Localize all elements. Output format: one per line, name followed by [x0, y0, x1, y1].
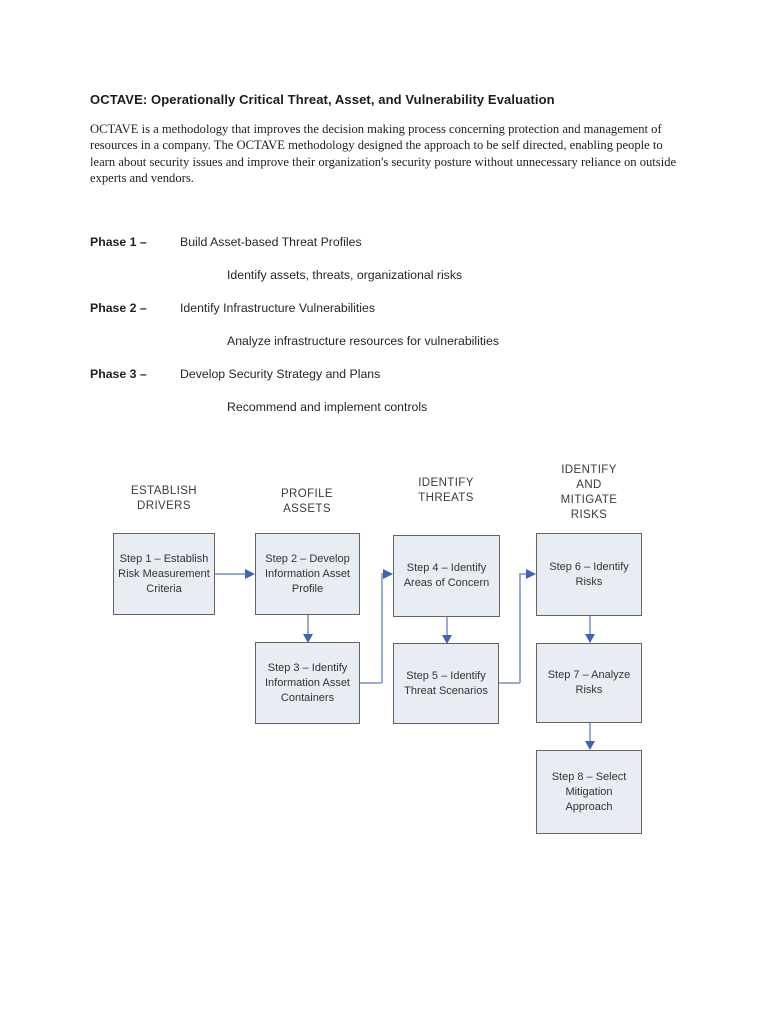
connector-step5-step6-horizontal	[499, 682, 520, 684]
step-box-4: Step 4 – Identify Areas of Concern	[393, 535, 500, 617]
column-header-identify-threats: IDENTIFY THREATS	[418, 477, 474, 504]
connector-step5-step6-stub	[519, 573, 526, 575]
arrowhead-step1-step2	[245, 569, 255, 579]
column-header-identify-mitigate-risks: IDENTIFY AND MITIGATE RISKS	[560, 464, 618, 521]
step-box-3: Step 3 – Identify Information Asset Cont…	[255, 642, 360, 724]
connector-step3-step4-riser	[381, 573, 383, 683]
arrowhead-step7-step8	[585, 741, 595, 750]
step-box-1: Step 1 – Establish Risk Measurement Crit…	[113, 533, 215, 615]
phase-3-title: Develop Security Strategy and Plans	[180, 367, 381, 381]
connector-step3-step4-horizontal	[360, 682, 382, 684]
step-box-6: Step 6 – Identify Risks	[536, 533, 642, 616]
arrowhead-step2-step3	[303, 634, 313, 643]
connector-step4-step5-line	[446, 617, 448, 635]
step-box-5: Step 5 – Identify Threat Scenarios	[393, 643, 499, 724]
arrowhead-step3-step4	[383, 569, 393, 579]
connector-step3-step4-stub	[381, 573, 384, 575]
connector-step1-step2-line	[215, 573, 245, 575]
step-box-8: Step 8 – Select Mitigation Approach	[536, 750, 642, 834]
arrowhead-step6-step7	[585, 634, 595, 643]
intro-paragraph: OCTAVE is a methodology that improves th…	[90, 122, 677, 185]
step-box-2: Step 2 – Develop Information Asset Profi…	[255, 533, 360, 615]
column-header-profile-assets: PROFILE ASSETS	[280, 488, 333, 515]
step-box-7: Step 7 – Analyze Risks	[536, 643, 642, 723]
connector-step6-step7-line	[589, 616, 591, 634]
column-header-establish-drivers: ESTABLISH DRIVERS	[130, 485, 198, 512]
phase-1-title: Build Asset-based Threat Profiles	[180, 235, 362, 249]
connector-step5-step6-riser	[519, 573, 521, 683]
phase-2-title: Identify Infrastructure Vulnerabilities	[180, 301, 376, 315]
arrowhead-step5-step6	[526, 569, 536, 579]
phase-2-label: Phase 2 –	[90, 301, 147, 315]
phase-2-detail: Analyze infrastructure resources for vul…	[227, 334, 500, 348]
phase-1-label: Phase 1 –	[90, 235, 147, 249]
phase-1-detail: Identify assets, threats, organizational…	[227, 268, 463, 282]
connector-step2-step3-line	[307, 615, 309, 634]
phase-3-label: Phase 3 –	[90, 367, 147, 381]
phase-3-detail: Recommend and implement controls	[227, 400, 428, 414]
arrowhead-step4-step5	[442, 635, 452, 644]
connector-step7-step8-line	[589, 723, 591, 741]
page-title: OCTAVE: Operationally Critical Threat, A…	[90, 92, 555, 107]
